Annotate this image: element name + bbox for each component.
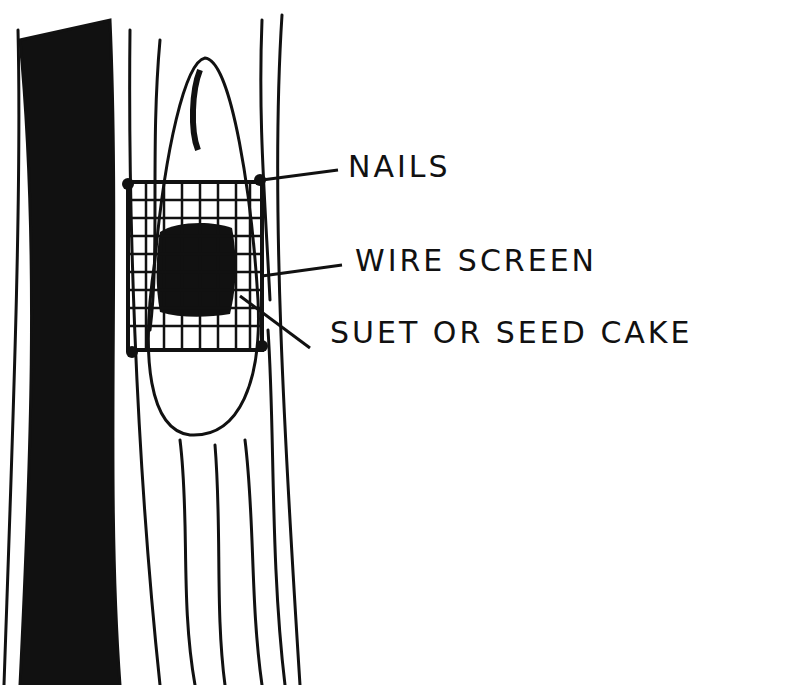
bark-line [268,330,285,685]
screen-frame [128,182,262,350]
trunk-right-edge [278,15,300,685]
trunk-left-edge [4,30,19,685]
nails [122,174,268,358]
leader-lines [240,170,342,348]
nail [126,346,138,358]
tree-trunk [4,15,300,685]
leader-line [240,296,310,348]
blaze-shadow [193,70,200,150]
bark-line [215,445,225,685]
leader-line [262,265,342,276]
bark-line [245,440,262,685]
callout-label: SUET OR SEED CAKE [330,318,693,348]
nail [122,178,134,190]
callout-label: WIRE SCREEN [355,246,597,276]
wire-screen [128,182,262,350]
nail [256,340,268,352]
leader-line [262,170,338,180]
screen-wires [128,200,262,326]
bark-line [180,440,195,685]
callout-label: NAILS [348,152,451,182]
dark-bark [20,20,120,685]
